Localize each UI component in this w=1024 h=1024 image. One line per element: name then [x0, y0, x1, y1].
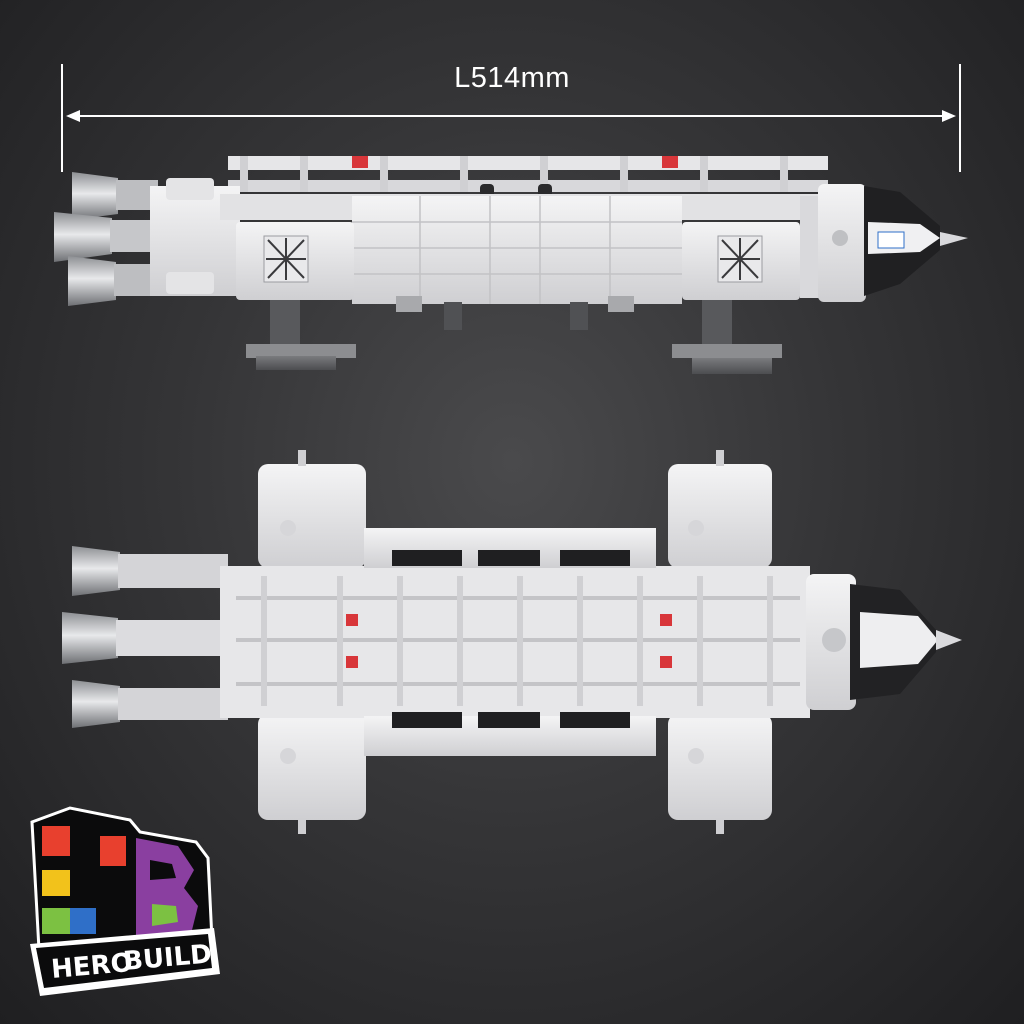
logo-red-block	[42, 826, 70, 856]
dimension-arrow-right	[942, 110, 956, 122]
top-main-frame	[220, 528, 810, 756]
side-upper-truss	[228, 156, 828, 198]
logo-text-hero: HERO	[50, 948, 134, 985]
logo-blue-block	[70, 908, 96, 934]
top-command-module	[806, 574, 962, 710]
side-landing-legs	[246, 296, 782, 374]
side-main-pod	[352, 196, 682, 304]
side-command-module	[800, 184, 968, 302]
logo-text-banner	[30, 928, 220, 996]
side-leg-modules	[236, 222, 800, 300]
dimension-label: L514mm	[454, 62, 570, 94]
logo-yellow-block	[42, 870, 70, 896]
logo-green-block	[42, 908, 70, 934]
top-engines	[62, 546, 228, 728]
dimension-arrow-left	[66, 110, 80, 122]
top-leg-pods	[258, 450, 772, 834]
